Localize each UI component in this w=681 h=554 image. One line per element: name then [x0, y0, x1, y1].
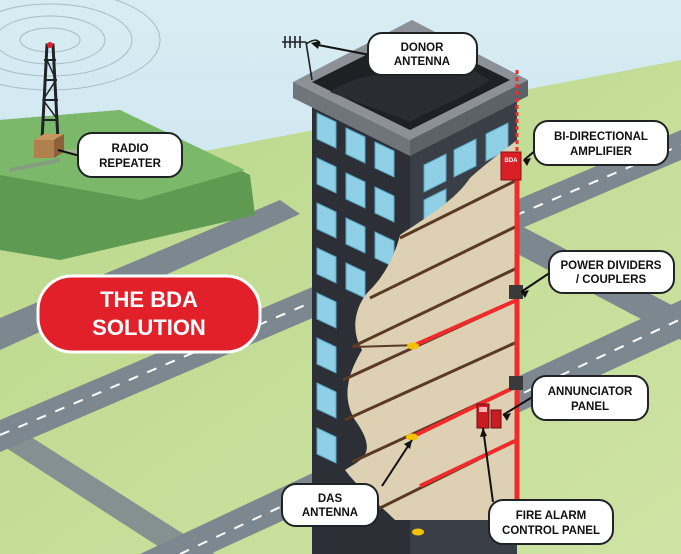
label-das-antenna: DAS ANTENNA: [281, 483, 379, 527]
svg-text:ANTENNA: ANTENNA: [394, 56, 450, 68]
svg-text:/ COUPLERS: / COUPLERS: [576, 274, 647, 286]
label-bi-directional-amplifier: BI-DIRECTIONAL AMPLIFIER: [533, 120, 669, 166]
label-fire-alarm-panel: FIRE ALARM CONTROL PANEL: [488, 499, 614, 545]
svg-text:ANTENNA: ANTENNA: [302, 507, 358, 519]
svg-text:DONOR: DONOR: [401, 42, 445, 54]
leader-lines: [57, 43, 552, 503]
bda-unit-label: BDA: [505, 158, 519, 164]
label-power-dividers: POWER DIVIDERS / COUPLERS: [548, 250, 675, 294]
svg-text:CONTROL PANEL: CONTROL PANEL: [502, 525, 600, 537]
svg-text:FIRE ALARM: FIRE ALARM: [516, 510, 586, 522]
bda-unit: BDA: [500, 151, 522, 181]
title-badge: THE BDA SOLUTION: [36, 274, 262, 354]
fire-alarm-panels: [476, 403, 502, 429]
title-line-2: SOLUTION: [92, 315, 206, 340]
svg-text:DAS: DAS: [318, 493, 343, 505]
label-radio-repeater: RADIO REPEATER: [77, 132, 183, 178]
svg-text:PANEL: PANEL: [571, 401, 609, 413]
svg-text:RADIO: RADIO: [111, 143, 148, 155]
svg-text:POWER DIVIDERS: POWER DIVIDERS: [561, 260, 662, 272]
label-donor-antenna: DONOR ANTENNA: [367, 32, 478, 76]
radio-repeater-tower: [0, 0, 161, 172]
donor-antenna: [282, 36, 321, 81]
svg-text:ANNUNCIATOR: ANNUNCIATOR: [548, 386, 633, 398]
svg-text:REPEATER: REPEATER: [99, 158, 161, 170]
windows: [316, 112, 509, 464]
svg-text:AMPLIFIER: AMPLIFIER: [570, 146, 633, 158]
label-annunciator-panel: ANNUNCIATOR PANEL: [531, 375, 649, 421]
title-line-1: THE BDA: [100, 287, 198, 312]
road-markings: [0, 144, 681, 554]
building-cutaway: [342, 70, 523, 536]
svg-text:BI-DIRECTIONAL: BI-DIRECTIONAL: [554, 131, 648, 143]
